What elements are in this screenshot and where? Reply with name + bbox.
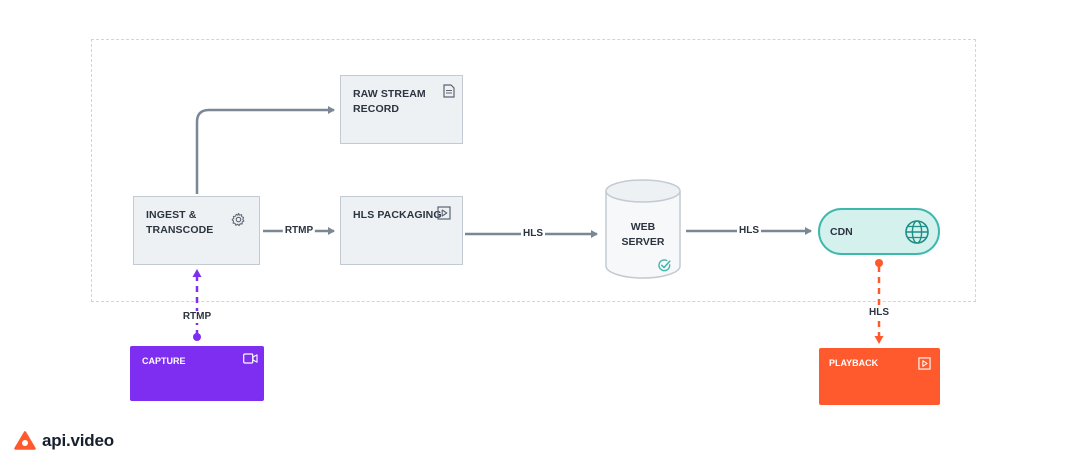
api-video-logo-icon [14,431,36,450]
play-icon [437,206,451,220]
web-server-node[interactable] [605,179,681,279]
globe-icon [905,220,929,244]
hls-packaging-node[interactable]: HLS PACKAGING [340,196,463,265]
brand-logo[interactable]: api.video [14,431,114,451]
document-icon [443,84,455,98]
playback-node[interactable]: PLAYBACK [819,348,940,405]
playback-label: PLAYBACK [829,358,879,368]
cdn-node[interactable]: CDN [818,208,940,255]
raw-stream-label: RAW STREAM RECORD [353,88,426,115]
ingest-label: INGEST & TRANSCODE [146,209,214,236]
capture-label: CAPTURE [142,356,186,366]
capture-node[interactable]: CAPTURE [130,346,264,401]
hls-packaging-label: HLS PACKAGING [353,209,442,221]
cdn-connector-dot [875,259,883,267]
capture-connector-dot [193,333,201,341]
edge-label-ingest-hls: RTMP [282,225,316,237]
video-camera-icon [243,353,258,364]
edge-label-cdn-playback: HLS [867,307,891,319]
web-server-label: WEB SERVER [621,221,665,248]
edge-label-web-cdn: HLS [737,225,761,237]
edge-ingest-to-raw [195,106,335,194]
gear-icon [231,212,245,227]
server-boundary [91,39,976,302]
raw-stream-record-node[interactable]: RAW STREAM RECORD [340,75,463,144]
cdn-label: CDN [830,226,853,238]
ingest-transcode-node[interactable]: INGEST & TRANSCODE [133,196,260,265]
edge-label-capture-ingest: RTMP [180,311,214,323]
check-circle-icon [658,259,671,272]
edge-label-hls-web: HLS [521,228,545,240]
play-icon [918,357,931,370]
brand-name: api.video [42,431,114,450]
